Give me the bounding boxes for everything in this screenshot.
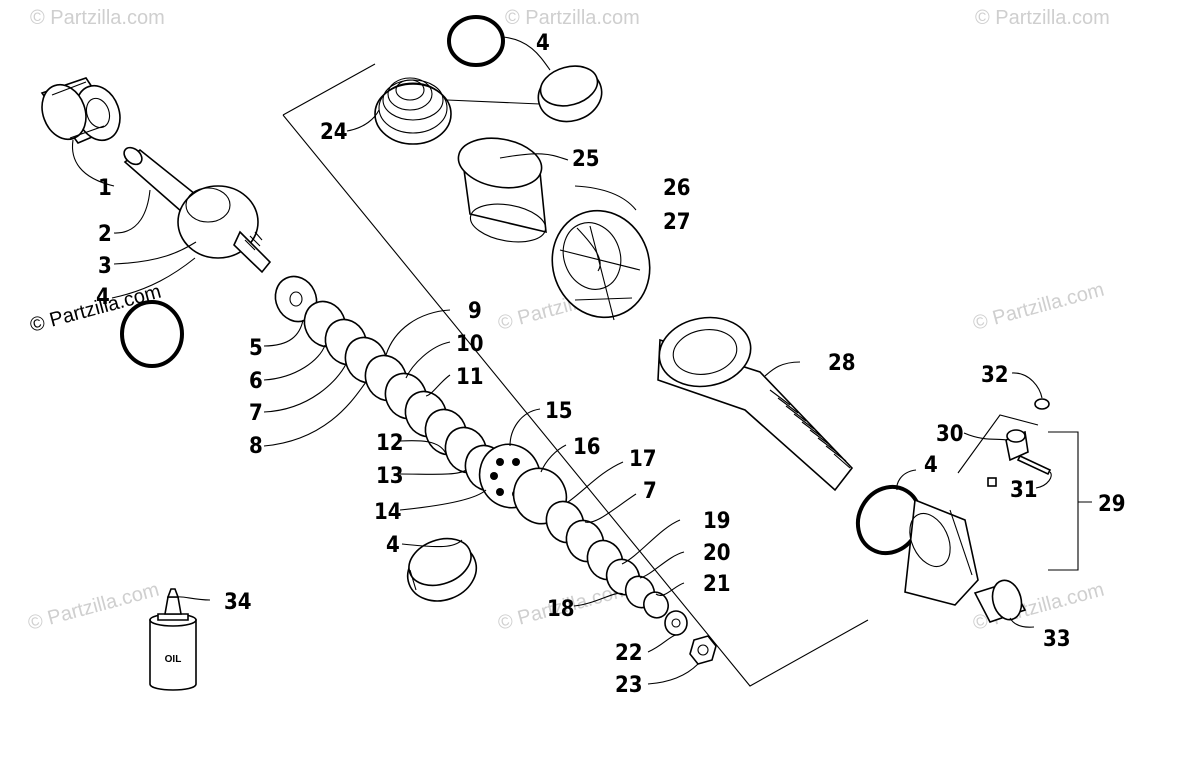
ring-part-4-lower (406, 537, 478, 602)
callout-22: 22 (615, 641, 643, 666)
callout-14: 14 (374, 500, 402, 525)
leader-lines (71, 36, 1052, 685)
callout-23: 23 (615, 673, 643, 698)
callout-10: 10 (456, 332, 484, 357)
callout-12: 12 (376, 431, 404, 456)
watermark: © Partzilla.com (971, 279, 1107, 335)
callout-4-left: 4 (96, 285, 110, 310)
valve-assembly (987, 398, 1052, 487)
reservoir-body (904, 498, 979, 606)
callout-6: 6 (249, 369, 263, 394)
assembly-bracket-29 (1048, 431, 1092, 571)
callout-4-right: 4 (924, 453, 938, 478)
o-ring-part-4-top (447, 15, 505, 67)
callout-25: 25 (572, 147, 600, 172)
bushing-part-1 (40, 77, 121, 144)
callout-24: 24 (320, 120, 348, 145)
watermark: © Partzilla.com (26, 579, 162, 635)
callout-18: 18 (547, 597, 575, 622)
assembly-bracket-30 (957, 414, 1039, 474)
eye-body-part-3 (177, 185, 272, 274)
callout-20: 20 (703, 541, 731, 566)
watermark: © Partzilla.com (505, 7, 640, 29)
callout-21: 21 (703, 572, 731, 597)
callout-9: 9 (468, 299, 482, 324)
callout-17: 17 (629, 447, 657, 472)
o-ring-part-4 (120, 300, 184, 368)
callout-28: 28 (828, 351, 856, 376)
oil-bottle-label: OIL (165, 654, 182, 665)
callout-15: 15 (545, 399, 573, 424)
sleeve-part-25 (457, 137, 547, 243)
callout-16: 16 (573, 435, 601, 460)
adjuster-nut-part-26 (551, 209, 651, 321)
cap-part-24 (374, 77, 452, 145)
callout-29: 29 (1098, 492, 1126, 517)
ring-part-4-top (537, 65, 603, 123)
callout-4-lower: 4 (386, 533, 400, 558)
callout-3: 3 (98, 254, 112, 279)
callout-30: 30 (936, 422, 964, 447)
callout-34: 34 (224, 590, 252, 615)
callout-27: 27 (663, 210, 691, 235)
oil-bottle-part-34: OIL (149, 588, 197, 691)
callout-13: 13 (376, 464, 404, 489)
callout-1: 1 (98, 176, 112, 201)
bushing-part-33 (973, 579, 1027, 623)
callouts: 1 2 3 4 4 4 4 5 6 7 7 8 9 10 11 12 13 14… (96, 31, 1126, 698)
spring-part-28 (657, 316, 854, 492)
callout-19: 19 (703, 509, 731, 534)
callout-4-top: 4 (536, 31, 550, 56)
callout-33: 33 (1043, 627, 1071, 652)
callout-26: 26 (663, 176, 691, 201)
lower-shim-stack (545, 500, 688, 636)
callout-2: 2 (98, 222, 112, 247)
piston-part-15 (478, 443, 568, 525)
assembly-bracket (282, 63, 869, 687)
callout-7: 7 (249, 401, 263, 426)
callout-31: 31 (1010, 478, 1038, 503)
callout-7-lower: 7 (643, 479, 657, 504)
watermark: © Partzilla.com (30, 7, 165, 29)
nut-part-23 (689, 635, 717, 665)
callout-32: 32 (981, 363, 1009, 388)
callout-5: 5 (249, 336, 263, 361)
callout-11: 11 (456, 365, 484, 390)
watermark: © Partzilla.com (975, 7, 1110, 29)
callout-8: 8 (249, 434, 263, 459)
